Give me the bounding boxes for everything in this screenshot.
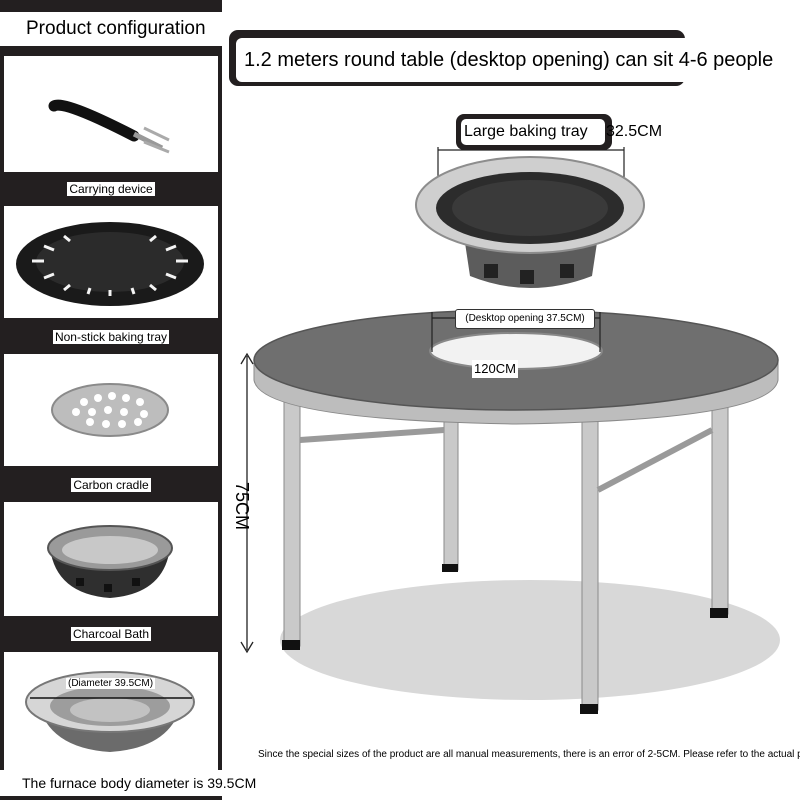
carrying-device-panel <box>4 56 218 172</box>
baking-tray-panel <box>4 206 218 318</box>
carrying-handle-icon <box>48 99 170 154</box>
baking-tray-icon <box>16 222 204 306</box>
headline: 1.2 meters round table (desktop opening)… <box>236 38 800 82</box>
furnace-body-panel: (Diameter 39.5CM) <box>4 652 218 770</box>
carbon-cradle-icon <box>51 383 169 437</box>
tray-label: Large baking tray <box>461 119 605 145</box>
charcoal-bath-panel <box>4 502 218 616</box>
table-diameter-label: 120CM <box>472 360 518 378</box>
carbon-cradle-panel <box>4 354 218 466</box>
opening-label: (Desktop opening 37.5CM) <box>455 309 595 329</box>
caption-baking-tray: Non-stick baking tray <box>52 330 170 344</box>
tray-size: 32.5CM <box>606 123 663 140</box>
furnace-diameter-label: (Diameter 39.5CM) <box>66 678 156 689</box>
config-title: Product configuration <box>0 12 222 46</box>
caption-carrying-device: Carrying device <box>67 182 155 196</box>
measurement-note: Since the special sizes of the product a… <box>258 749 800 760</box>
caption-furnace-body: The furnace body diameter is 39.5CM <box>0 770 290 796</box>
charcoal-bath-icon <box>47 525 173 598</box>
caption-charcoal-bath: Charcoal Bath <box>70 627 152 641</box>
caption-carbon-cradle: Carbon cradle <box>71 478 151 492</box>
table-height-label: 75CM <box>232 482 252 531</box>
